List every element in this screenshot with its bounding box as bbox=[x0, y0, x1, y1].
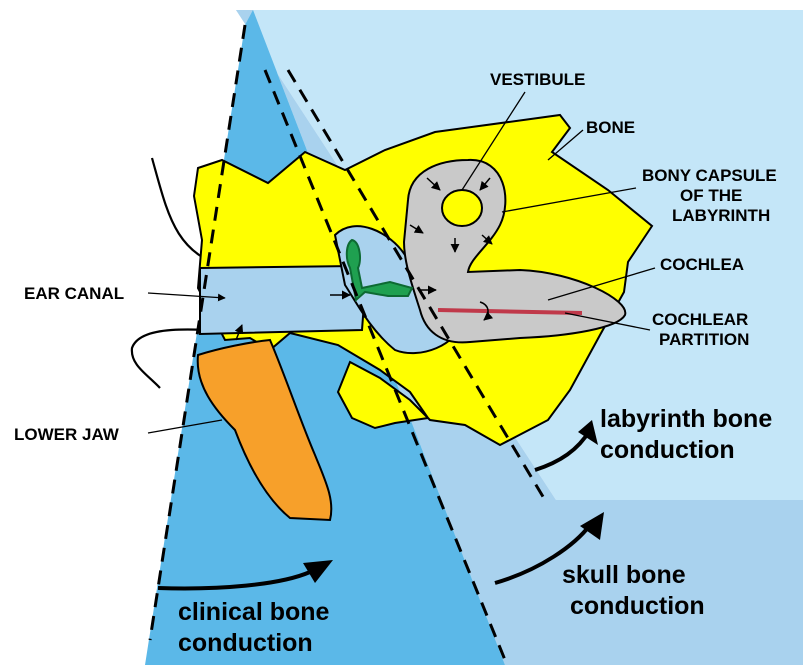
label-cochlear-partition-1: COCHLEAR bbox=[652, 310, 748, 329]
label-skull-1: skull bone bbox=[562, 561, 686, 589]
label-bony-capsule-3: LABYRINTH bbox=[672, 206, 770, 225]
label-bony-capsule-1: BONY CAPSULE bbox=[642, 166, 777, 185]
label-cochlea: COCHLEA bbox=[660, 255, 744, 274]
label-bony-capsule-2: OF THE bbox=[680, 186, 742, 205]
label-labyrinth-2: conduction bbox=[600, 436, 735, 464]
label-ear-canal: EAR CANAL bbox=[24, 284, 124, 303]
label-labyrinth-1: labyrinth bone bbox=[600, 405, 772, 433]
label-cochlear-partition-2: PARTITION bbox=[659, 330, 749, 349]
label-lower-jaw: LOWER JAW bbox=[14, 425, 120, 444]
vestibule-shape bbox=[442, 190, 482, 226]
label-bone: BONE bbox=[586, 118, 635, 137]
label-clinical-2: conduction bbox=[178, 629, 313, 657]
label-skull-2: conduction bbox=[570, 592, 705, 620]
label-clinical-1: clinical bone bbox=[178, 598, 330, 626]
label-vestibule: VESTIBULE bbox=[490, 70, 585, 89]
ear-canal-shape bbox=[200, 266, 365, 334]
